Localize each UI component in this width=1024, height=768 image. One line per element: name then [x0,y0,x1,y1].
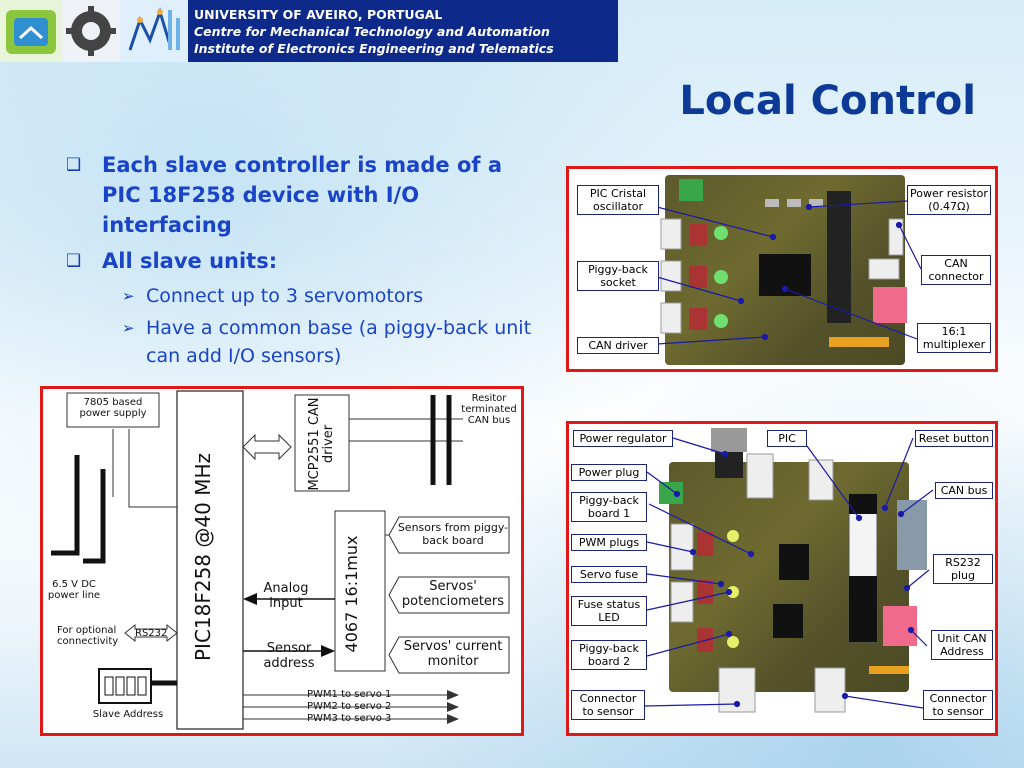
callout-can-driver: CAN driver [577,337,659,354]
rs232-label: RS232 [135,628,168,639]
header-institute: Institute of Electronics Engineering and… [194,41,554,56]
slide-title: Local Control [679,78,976,124]
callout-connector-sensor-right: Connector to sensor [923,690,993,720]
callout-fuse-led: Fuse status LED [571,596,647,626]
arrow-bullet-icon: ➢ [122,319,135,337]
block-diagram-lines [51,390,510,730]
checkbox-bullet-icon: ❑ [66,155,82,175]
callout-rs232-plug: RS232 plug [933,554,993,584]
callout-pic: PIC [767,430,807,447]
electronics-institute-logo [120,0,188,62]
callout-power-regulator: Power regulator [573,430,673,447]
callout-can-connector: CAN connector [921,255,991,285]
block-diagram: 7805 based power supply 6.5 V DC power l… [40,386,524,736]
analog-input-label: Analog input [263,581,309,611]
optional-connectivity-label: For optional connectivity [57,625,119,647]
header-centre: Centre for Mechanical Technology and Aut… [194,24,550,39]
bullet-item: ❑ All slave units: [66,246,536,276]
callout-unit-can-address: Unit CAN Address [931,630,993,660]
pwm3-label: PWM3 to servo 3 [307,713,392,724]
callout-piggyback-board2: Piggy-back board 2 [571,640,647,670]
slave-address-label: Slave Address [92,709,164,720]
callout-power-plug: Power plug [571,464,647,481]
sub-bullet-item: ➢ Connect up to 3 servomotors [66,282,536,310]
board-components [644,428,934,713]
sub-bullet-item: ➢ Have a common base (a piggy-back unit … [66,314,536,370]
can-driver-label: MCP2551 CAN driver [307,397,336,491]
arrow-bullet-icon: ➢ [122,287,135,305]
institution-header: UNIVERSITY OF AVEIRO, PORTUGAL Centre fo… [188,0,618,62]
servo-pot-label: Servos' potenciometers [401,579,505,609]
mechanical-centre-logo [62,0,120,62]
callout-power-resistor: Power resistor (0.47Ω) [907,185,991,215]
sensor-address-label: Sensor address [263,641,315,671]
pic-block-label: PIC18F258 @40 MHz [191,453,215,662]
power-supply-label: 7805 based power supply [79,397,147,419]
callout-multiplexer: 16:1 multiplexer [917,323,991,353]
pwm2-label: PWM2 to servo 2 [307,701,392,712]
callout-reset-button: Reset button [915,430,993,447]
callout-pwm-plugs: PWM plugs [571,534,647,551]
can-bus-resistor-label: Resitor terminated CAN bus [461,393,517,426]
header-university: UNIVERSITY OF AVEIRO, PORTUGAL [194,7,443,22]
mux-label: 4067 16:1mux [342,535,361,653]
callout-connector-sensor-left: Connector to sensor [571,690,645,720]
callout-piggyback-board1: Piggy-back board 1 [571,492,647,522]
pwm1-label: PWM1 to servo 1 [307,689,392,700]
board-components [656,179,922,347]
servo-current-label: Servos' current monitor [403,639,503,669]
callout-pic-cristal: PIC Cristal oscillator [577,185,659,215]
bullet-list: ❑ Each slave controller is made of a PIC… [66,150,536,374]
callout-piggyback-socket: Piggy-back socket [577,261,659,291]
university-logo [0,0,62,62]
callout-servo-fuse: Servo fuse [571,566,647,583]
piggy-sensors-label: Sensors from piggy-back board [397,521,509,547]
checkbox-bullet-icon: ❑ [66,251,82,271]
controller-board-photo: PIC Cristal oscillator Piggy-back socket… [566,166,998,372]
stacked-board-photo: Power regulator PIC Reset button Power p… [566,421,998,736]
power-line-label: 6.5 V DC power line [47,579,101,601]
bullet-item: ❑ Each slave controller is made of a PIC… [66,150,536,240]
callout-can-bus: CAN bus [935,482,993,499]
